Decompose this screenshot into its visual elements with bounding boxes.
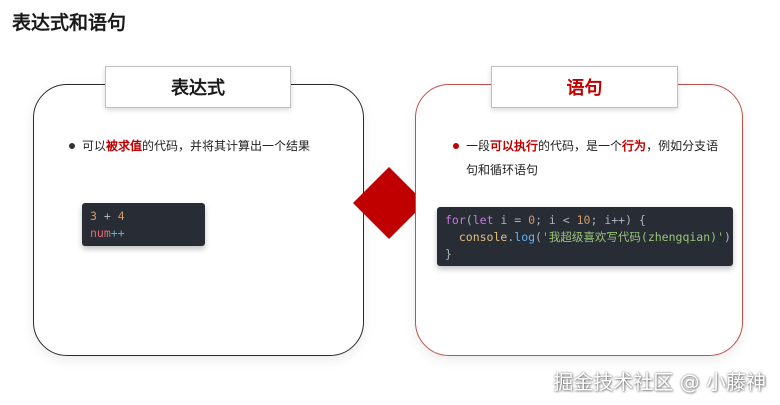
code-line: } <box>445 247 452 261</box>
code-line: console.log('我超级喜欢写代码(zhengqian)') <box>458 230 731 244</box>
expression-definition-text: 可以被求值的代码，并将其计算出一个结果 <box>82 139 311 153</box>
watermark: 掘金技术社区 @ 小藤神 <box>553 370 766 394</box>
code-line: num++ <box>90 226 125 240</box>
expression-code-block: 3 + 4 num++ <box>82 203 205 246</box>
code-line: for(let i = 0; i < 10; i++) { <box>445 213 646 227</box>
statement-definition: 一段可以执行的代码，是一个行为，例如分支语句和循环语句 <box>453 134 728 182</box>
statement-definition-text: 一段可以执行的代码，是一个行为，例如分支语句和循环语句 <box>466 139 719 177</box>
expression-tab-title: 表达式 <box>105 66 291 108</box>
statement-tab-title: 语句 <box>491 66 678 108</box>
highlight-evaluated: 被求值 <box>106 139 143 153</box>
highlight-executable: 可以执行 <box>490 139 539 153</box>
bullet-dot-icon <box>69 143 75 149</box>
diamond-icon <box>353 167 425 239</box>
page-title: 表达式和语句 <box>12 12 127 34</box>
highlight-behavior: 行为 <box>622 139 647 153</box>
bullet-dot-icon <box>453 143 459 149</box>
expression-definition: 可以被求值的代码，并将其计算出一个结果 <box>69 134 359 158</box>
code-line: 3 + 4 <box>90 209 125 223</box>
statement-code-block: for(let i = 0; i < 10; i++) { console.lo… <box>437 207 733 266</box>
